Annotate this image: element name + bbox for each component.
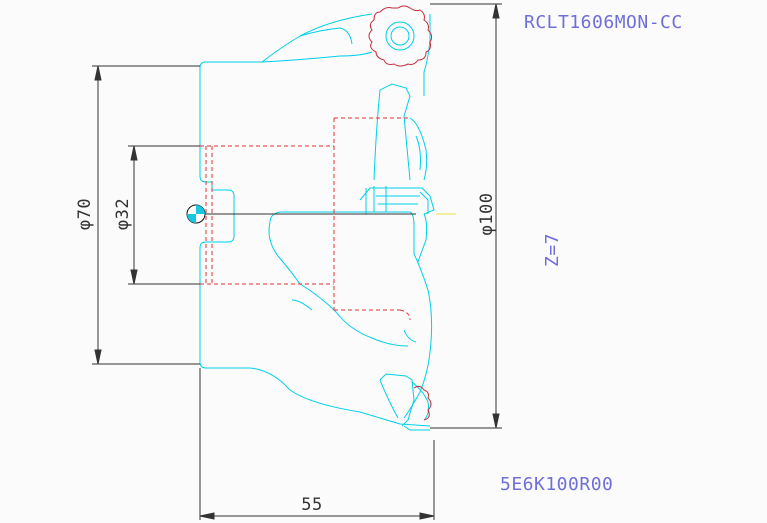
tooth-count-label: Z=7 [542,233,563,267]
top-insert-screw [368,5,433,67]
cutter-diameter-label: φ100 [477,193,497,236]
dimension-hub-diameter [92,65,200,365]
lower-insert-profile [413,385,432,421]
center-mark-icon [186,204,206,224]
dimension-bore-diameter [128,145,200,285]
part-code-label: RCLT1606MON-CC [524,12,683,33]
hidden-bore-lines [200,117,411,321]
hub-diameter-label: φ70 [75,198,95,230]
height-label: 55 [301,495,322,515]
model-label: 5E6K100R00 [500,474,613,495]
cutter-body-outline [199,13,435,431]
dimension-cutter-diameter [430,3,502,429]
bore-diameter-label: φ32 [113,198,133,230]
dimension-height [199,368,435,520]
